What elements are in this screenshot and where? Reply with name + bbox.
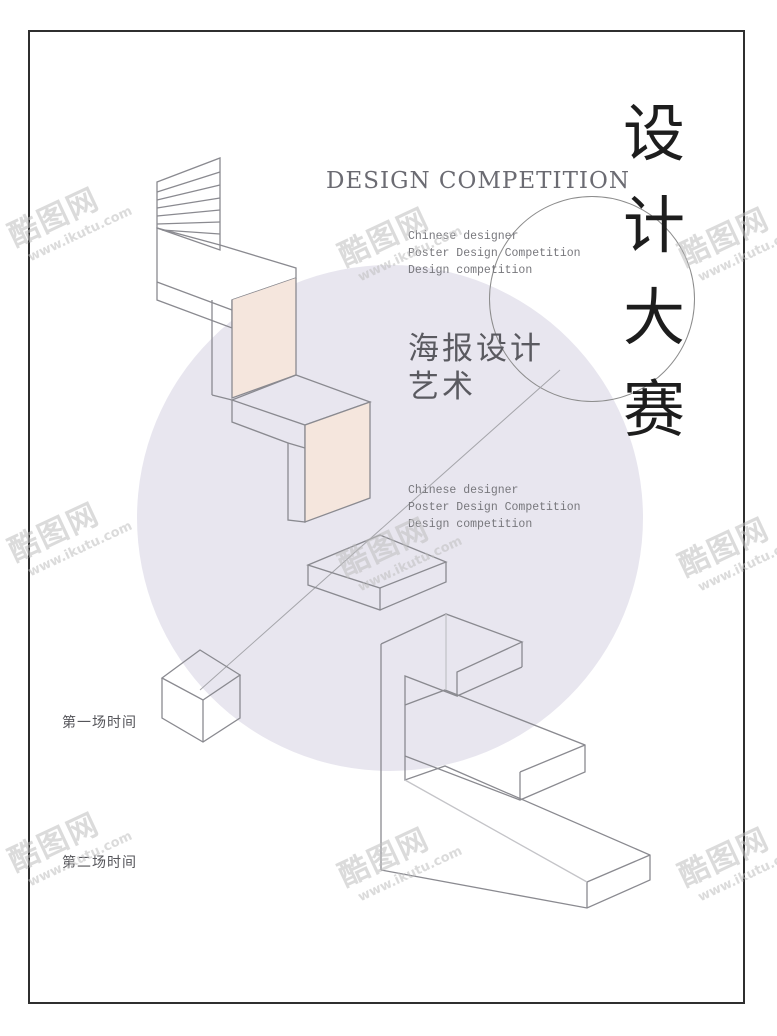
session-first-label: 第一场时间 xyxy=(62,715,137,731)
title-char: 大 xyxy=(622,281,685,354)
title-char: 赛 xyxy=(622,373,685,446)
info-line: Chinese designer xyxy=(408,230,519,243)
title-char: 计 xyxy=(622,189,685,262)
info-line: Chinese designer xyxy=(408,484,519,497)
connector-line xyxy=(199,369,561,691)
subtitle-line: 艺术 xyxy=(408,369,476,405)
vertical-title: 设 计 大 赛 xyxy=(614,88,694,456)
info-line: Poster Design Competition xyxy=(408,501,581,514)
title-char: 设 xyxy=(622,97,685,170)
subtitle-line: 海报设计 xyxy=(408,331,544,367)
chinese-subtitle: 海报设计 艺术 xyxy=(408,330,544,406)
small-cube xyxy=(160,649,242,743)
stair-block-middle xyxy=(230,374,372,523)
session-second-label: 第二场时间 xyxy=(62,855,137,871)
striped-block xyxy=(156,157,221,251)
info-line: Design competition xyxy=(408,518,533,531)
e-shape-block xyxy=(380,613,651,909)
info-line: Design competition xyxy=(408,264,533,277)
info-text-top: Chinese designer Poster Design Competiti… xyxy=(408,228,581,279)
info-text-middle: Chinese designer Poster Design Competiti… xyxy=(408,482,581,533)
stair-block-upper xyxy=(156,227,297,401)
info-line: Poster Design Competition xyxy=(408,247,581,260)
headline: DESIGN COMPETITION xyxy=(326,168,630,194)
flat-slab-block xyxy=(306,534,448,611)
poster-frame xyxy=(28,30,745,1004)
outline-circle xyxy=(489,196,695,402)
